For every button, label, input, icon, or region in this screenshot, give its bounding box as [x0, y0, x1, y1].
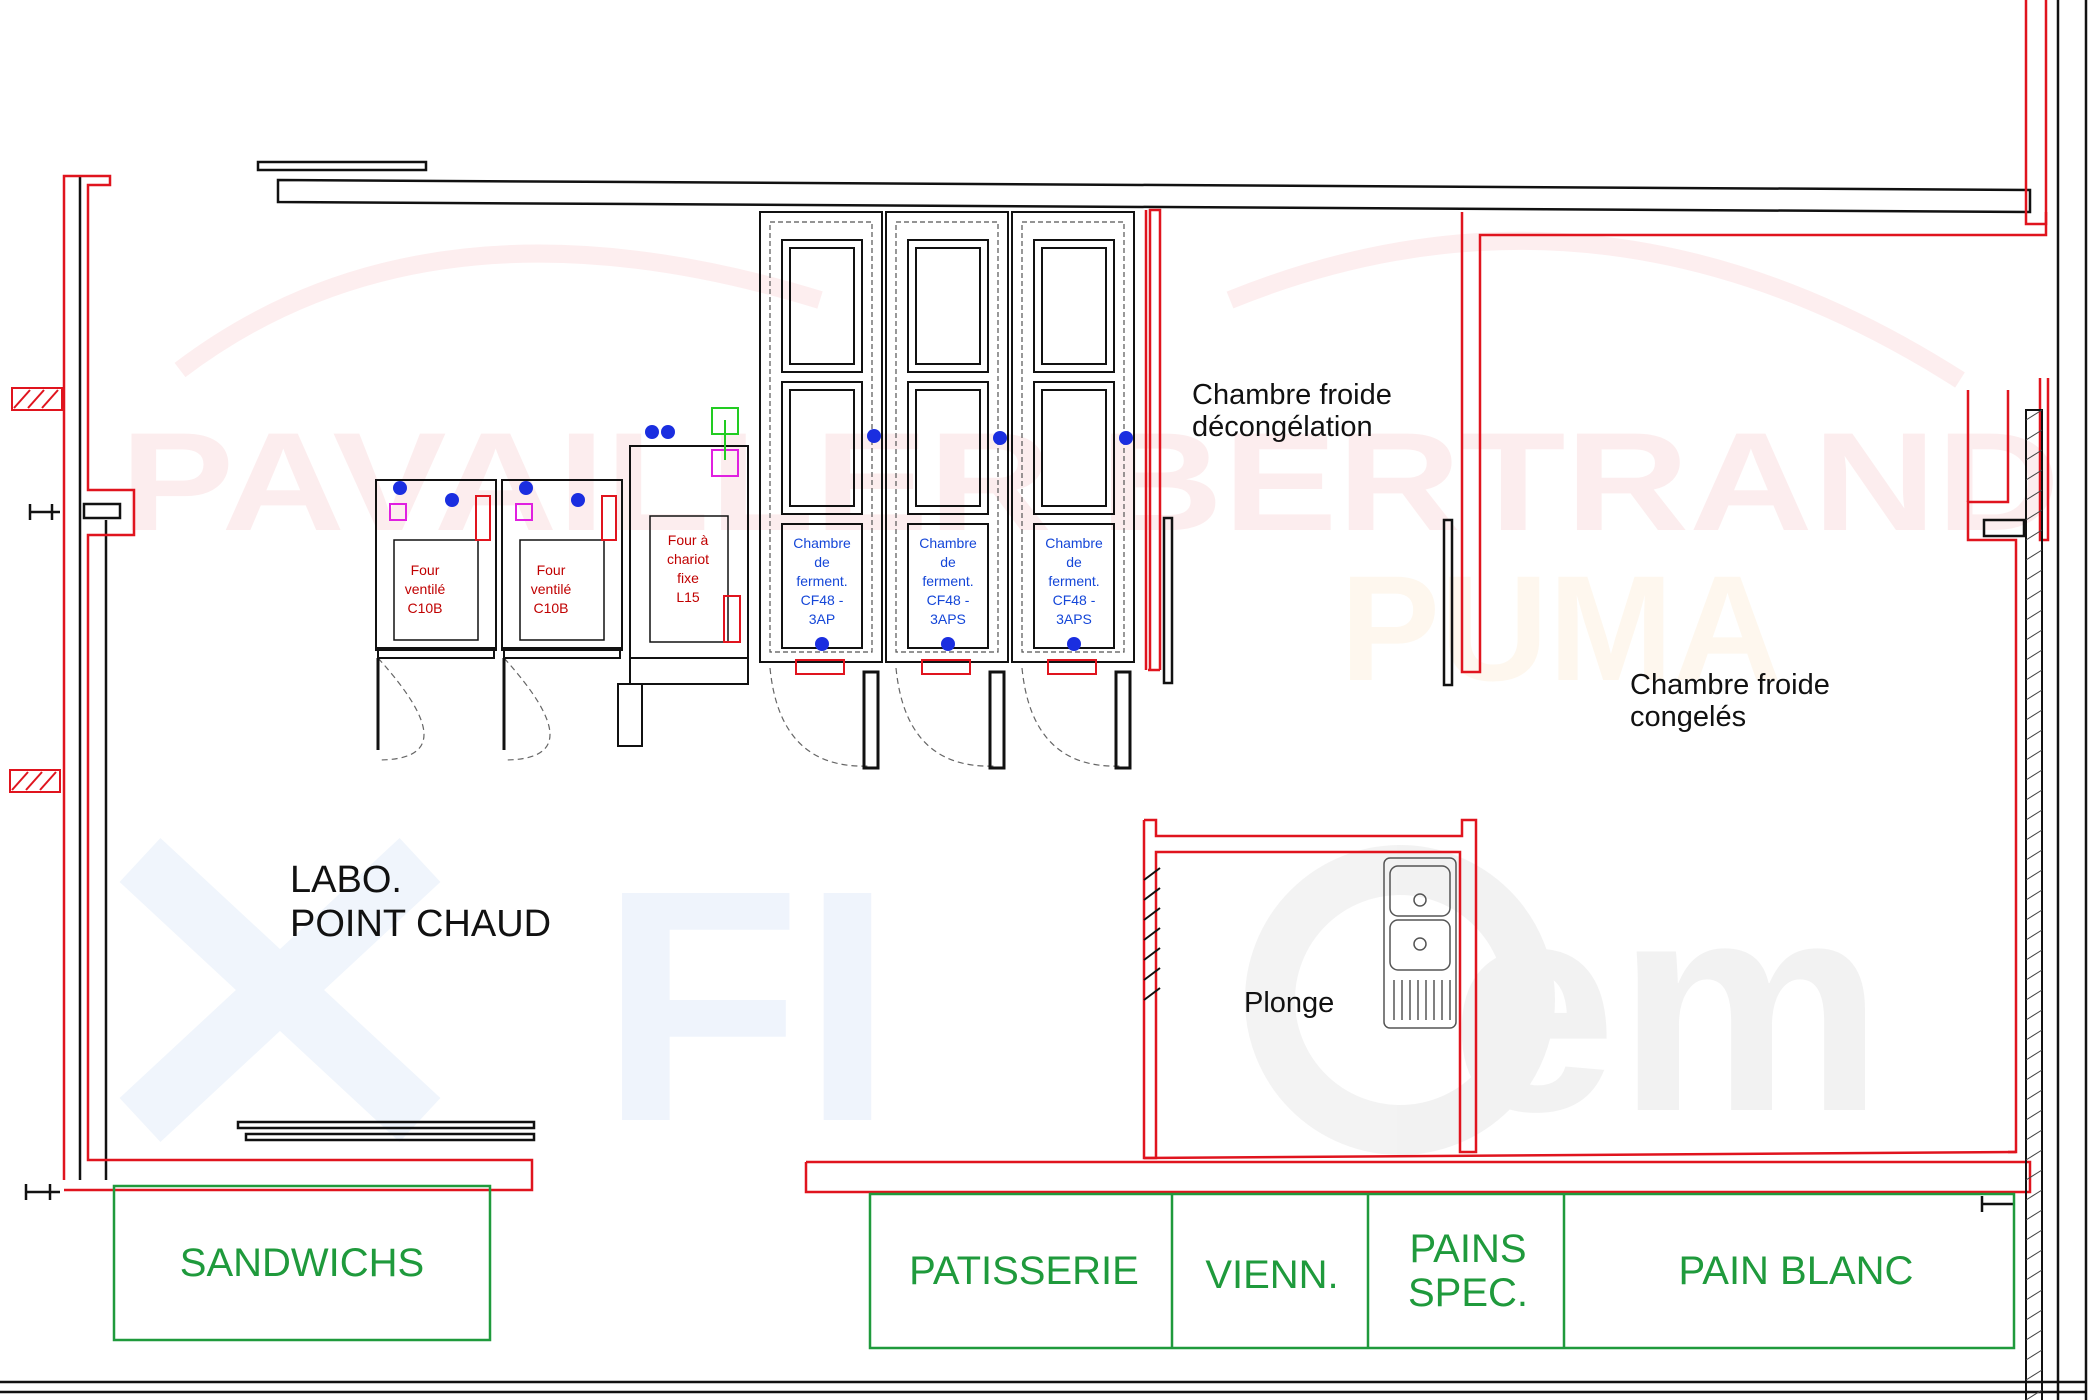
chamber-1 [759, 211, 883, 770]
room-label-plonge: Plonge [1244, 987, 1334, 1019]
chamber-3-label-l2: de [1066, 554, 1082, 570]
outlet-icon [1119, 431, 1133, 445]
oven-1 [375, 479, 497, 761]
right-hatched-wall [2025, 409, 2043, 1400]
chamber-1-label-l1: Chambre [793, 535, 851, 551]
pipe-markers [24, 502, 2026, 1212]
chamber-3-label-l4: CF48 - [1053, 592, 1096, 608]
chamber-1-label: Chambre de ferment. CF48 - 3AP [793, 535, 851, 627]
room-label-cf-decong-1: Chambre froide [1192, 379, 1392, 411]
oven-2-label-l3: C10B [533, 600, 568, 616]
plonge-door-hatch [1143, 867, 1161, 1001]
oven-1-label-l1: Four [411, 562, 440, 578]
counter-pains-spec-2: SPEC. [1408, 1271, 1528, 1315]
oven-1-label-l3: C10B [407, 600, 442, 616]
outlet-icon [867, 429, 881, 443]
outlet-icon [571, 493, 585, 507]
counters [112, 1184, 2016, 1350]
watermark: PAVAILLER BERTRAND PUMA FI em [119, 231, 2060, 1190]
outlet-icon [941, 637, 955, 651]
chamber-1-label-l2: de [814, 554, 830, 570]
hatched-stubs [9, 387, 63, 793]
watermark-logo2: em [1450, 838, 1884, 1174]
outlet-icon [993, 431, 1007, 445]
outlet-icon [815, 637, 829, 651]
counter-sandwichs: SANDWICHS [180, 1241, 424, 1285]
chamber-3-label: Chambre de ferment. CF48 - 3APS [1045, 535, 1103, 627]
counter-patisserie: PATISSERIE [909, 1249, 1139, 1293]
counter-pain-blanc: PAIN BLANC [1679, 1249, 1914, 1293]
watermark-line2: PUMA [1340, 544, 1782, 712]
room-label-point-chaud: POINT CHAUD [290, 903, 551, 945]
watermark-logo1: FI [600, 821, 893, 1190]
chamber-2-label-l2: de [940, 554, 956, 570]
outlet-icon [519, 481, 533, 495]
chamber-2-label-l5: 3APS [930, 611, 966, 627]
oven-3-label-l1: Four à [668, 532, 709, 548]
room-label-cf-cong-1: Chambre froide [1630, 669, 1830, 701]
outlet-icon [645, 425, 659, 439]
oven-3-label-l2: chariot [667, 551, 709, 567]
watermark-line1: PAVAILLER BERTRAND [120, 403, 2060, 560]
outlet-icon [393, 481, 407, 495]
counter-pains-spec-1: PAINS [1409, 1227, 1526, 1271]
room-label-cf-cong-2: congelés [1630, 701, 1746, 733]
counter-vienn: VIENN. [1205, 1253, 1338, 1297]
oven-3-label: Four à chariot fixe L15 [667, 532, 709, 605]
oven-2-label-l2: ventilé [531, 581, 572, 597]
oven-2-label-l1: Four [537, 562, 566, 578]
oven-1-label: Four ventilé C10B [405, 562, 446, 616]
chamber-3-label-l3: ferment. [1048, 573, 1099, 589]
oven-3 [617, 407, 749, 747]
outlet-icon [445, 493, 459, 507]
walls-red [62, 0, 2050, 1194]
oven-2-label: Four ventilé C10B [531, 562, 572, 616]
chamber-2-label-l4: CF48 - [927, 592, 970, 608]
water-inlet-icon [389, 503, 407, 521]
chamber-2-label-l3: ferment. [922, 573, 973, 589]
oven-1-label-l2: ventilé [405, 581, 446, 597]
chamber-2-label: Chambre de ferment. CF48 - 3APS [919, 535, 977, 627]
oven-2 [501, 479, 623, 761]
outlet-icon [1067, 637, 1081, 651]
room-label-labo: LABO. [290, 859, 402, 901]
chamber-1-label-l4: CF48 - [801, 592, 844, 608]
chamber-1-label-l5: 3AP [809, 611, 835, 627]
oven-3-label-l3: fixe [677, 570, 699, 586]
chamber-3-label-l1: Chambre [1045, 535, 1103, 551]
chamber-3-label-l5: 3APS [1056, 611, 1092, 627]
outlet-icon [661, 425, 675, 439]
oven-3-label-l4: L15 [676, 589, 700, 605]
chamber-2-label-l1: Chambre [919, 535, 977, 551]
water-inlet-icon [515, 503, 533, 521]
room-label-cf-decong-2: décongélation [1192, 411, 1373, 443]
chamber-1-label-l3: ferment. [796, 573, 847, 589]
sink-icon [1383, 857, 1457, 1029]
